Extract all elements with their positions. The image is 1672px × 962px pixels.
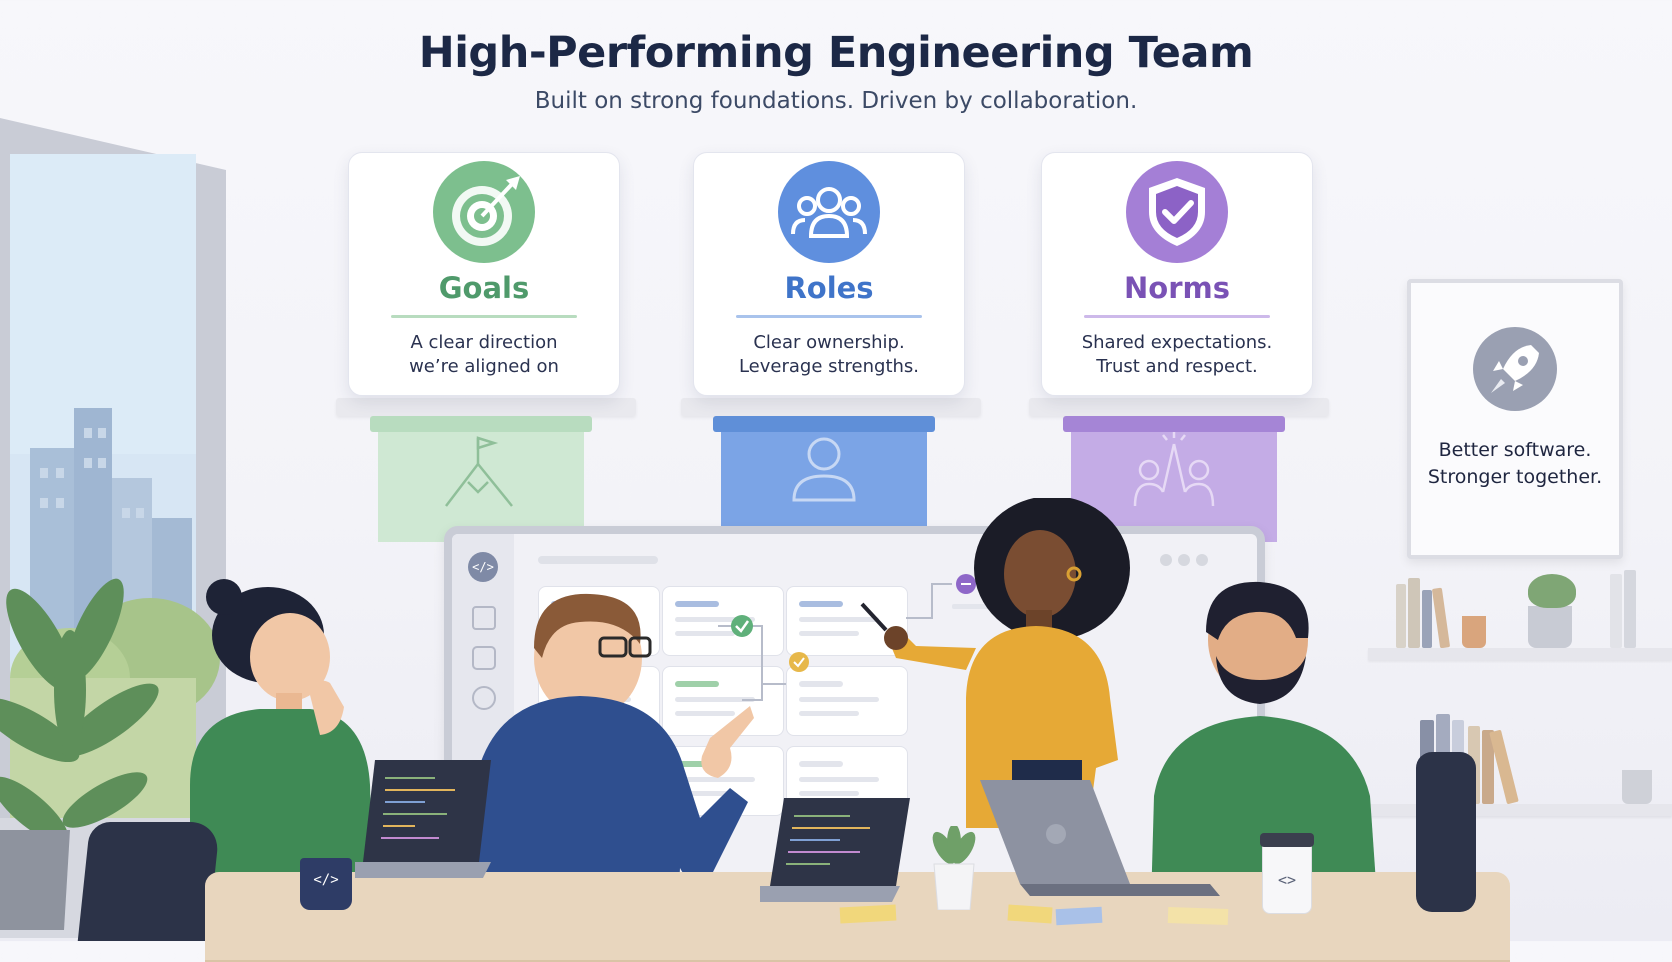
team-icon	[778, 161, 880, 263]
potted-plant-left	[0, 560, 170, 940]
pillar-ledge-norms	[1029, 398, 1329, 416]
rocket-icon	[1473, 327, 1557, 411]
pillar-divider	[1084, 315, 1270, 318]
chair	[77, 822, 221, 941]
pillar-desc-roles: Clear ownership. Leverage strengths.	[694, 331, 964, 379]
person-icon	[792, 437, 856, 502]
pillar-cap-goals	[370, 416, 592, 432]
desk-plant	[926, 824, 982, 911]
pillar-divider	[391, 315, 577, 318]
flow-node	[662, 586, 784, 656]
pillar-title-norms: Norms	[1124, 271, 1230, 305]
page-title: High-Performing Engineering Team	[418, 28, 1254, 78]
pillar-desc-line: Shared expectations.	[1081, 332, 1273, 353]
mountain-flag-icon	[445, 436, 513, 507]
poster-caption: Better software. Stronger together.	[1411, 437, 1619, 491]
code-icon: <>	[1277, 871, 1297, 889]
pillar-divider	[736, 315, 922, 318]
pillar-desc-line: Trust and respect.	[1096, 356, 1258, 377]
window-controls	[1160, 554, 1220, 566]
flow-node	[786, 666, 908, 736]
laptop-right	[980, 778, 1220, 904]
shield-check-icon	[1126, 161, 1228, 263]
pillar-cap-norms	[1063, 416, 1285, 432]
pillar-cap-roles	[713, 416, 935, 432]
pillar-title-roles: Roles	[784, 271, 874, 305]
laptop-center	[760, 796, 920, 908]
pillar-desc-line: we’re aligned on	[409, 356, 559, 377]
code-icon: </>	[313, 872, 339, 888]
sticky-note	[1007, 904, 1053, 924]
server-icon	[472, 606, 496, 630]
pillar-desc-line: A clear direction	[410, 332, 558, 353]
coffee-cup: <>	[1260, 833, 1314, 914]
poster-line: Better software.	[1438, 439, 1592, 461]
page-subtitle: Built on strong foundations. Driven by c…	[534, 88, 1138, 114]
pillar-desc-line: Clear ownership.	[753, 332, 905, 353]
pillar-ledge-roles	[681, 398, 981, 416]
illustration-canvas: High-Performing Engineering Team Built o…	[0, 28, 1672, 962]
motto-poster: Better software. Stronger together.	[1407, 279, 1623, 559]
screen-toolbar	[538, 556, 658, 564]
laptop-left	[355, 758, 493, 890]
chat-icon	[472, 646, 496, 670]
pillar-column-goals	[378, 432, 584, 542]
high-five-icon	[1133, 432, 1215, 507]
pillar-desc-goals: A clear direction we’re aligned on	[349, 331, 619, 379]
target-icon	[433, 161, 535, 263]
pillar-card-norms: Norms Shared expectations. Trust and res…	[1041, 152, 1313, 396]
check-icon	[472, 686, 496, 710]
pillar-card-goals: Goals A clear direction we’re aligned on	[348, 152, 620, 396]
pillar-title-goals: Goals	[438, 271, 530, 305]
flow-node	[662, 666, 784, 736]
pillar-card-roles: Roles Clear ownership. Leverage strength…	[693, 152, 965, 396]
pillar-column-roles	[721, 432, 927, 542]
poster-line: Stronger together.	[1427, 466, 1603, 488]
sticky-note	[839, 904, 897, 924]
pillar-desc-line: Leverage strengths.	[738, 356, 920, 377]
sticky-note	[1167, 906, 1229, 926]
code-icon: </>	[468, 552, 498, 582]
pillar-desc-norms: Shared expectations. Trust and respect.	[1042, 331, 1312, 379]
chair	[1416, 752, 1476, 912]
sticky-note	[1055, 906, 1103, 926]
pillar-ledge-goals	[336, 398, 636, 416]
mug-left: </>	[300, 858, 352, 910]
